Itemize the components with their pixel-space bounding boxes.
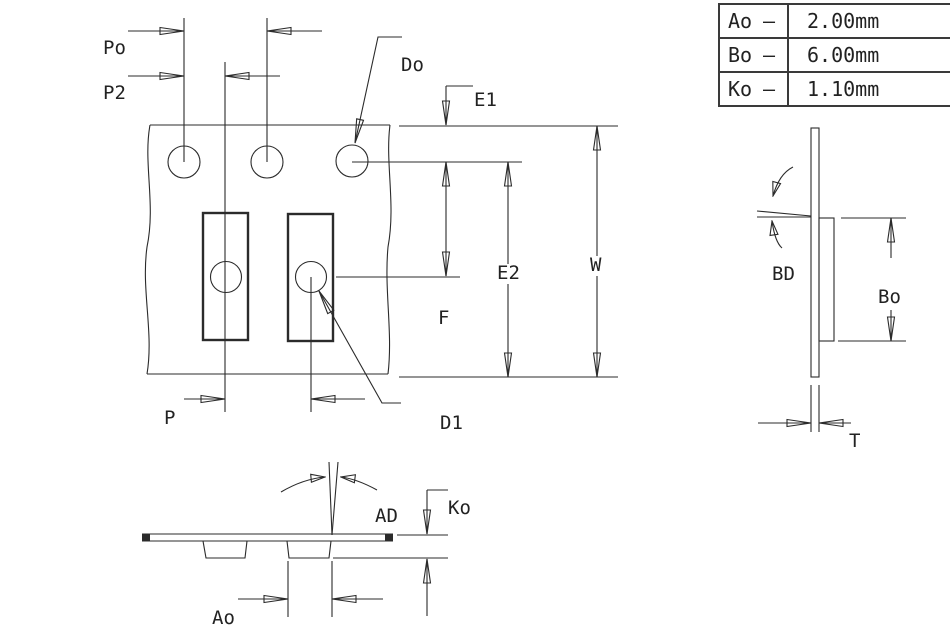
table-param-cell: Bo – [720, 39, 789, 71]
dim-label-bd: BD [772, 263, 795, 285]
param-value: 1.10mm [807, 77, 880, 101]
param-value: 6.00mm [807, 43, 880, 67]
dim-label-ko: Ko [448, 497, 471, 519]
dim-label-ao: Ao [212, 607, 235, 629]
dim-label-e1: E1 [474, 89, 497, 111]
dim-label-po: Po [103, 37, 126, 59]
param-name: Ko [728, 77, 753, 101]
bend-tilted-line [756, 210, 812, 217]
table-row: Ao – 2.00mm [720, 5, 950, 39]
dim-label-p: P [164, 407, 176, 429]
flap-reference-line [328, 461, 333, 536]
param-name: Ao [728, 9, 753, 33]
pocket-section [202, 540, 248, 559]
dim-label-p2: P2 [103, 82, 126, 104]
dim-label-ad: AD [375, 505, 398, 527]
param-name: Bo [728, 43, 753, 67]
dash-separator: – [762, 43, 775, 67]
tape-section-view [142, 461, 448, 617]
dim-label-e2: E2 [495, 262, 522, 284]
dim-label-t: T [849, 430, 861, 452]
dim-label-f: F [438, 307, 450, 329]
dash-separator: – [762, 9, 775, 33]
dim-label-do: Do [401, 54, 424, 76]
section-end-mark [385, 534, 393, 541]
leader-line-d1 [318, 290, 401, 404]
table-row: Bo – 6.00mm [720, 39, 950, 73]
sprocket-hole [335, 144, 369, 178]
tape-torn-right-edge [386, 124, 392, 375]
table-param-cell: Ao – [720, 5, 789, 37]
bend-angle-arc [773, 166, 794, 196]
tape-side-profile [810, 127, 820, 378]
flap-angle-arc [280, 477, 325, 493]
dim-label-d1: D1 [440, 412, 463, 434]
tape-torn-left-edge [144, 124, 151, 375]
dim-label-w: W [588, 254, 604, 276]
pocket-hole [209, 260, 243, 294]
flap-angle-arc [341, 477, 378, 491]
section-end-mark [142, 534, 150, 541]
pocket-side-profile [818, 217, 835, 342]
param-value: 2.00mm [807, 9, 880, 33]
table-row: Ko – 1.10mm [720, 73, 950, 107]
tape-side-view [756, 127, 906, 432]
table-param-cell: Ko – [720, 73, 789, 105]
leader-line-do [354, 36, 402, 144]
pocket-section [286, 540, 332, 559]
dimension-table: Ao – 2.00mm Bo – 6.00mm Ko – 1.10mm [718, 3, 950, 107]
flap-tilted-line [331, 461, 339, 536]
dash-separator: – [762, 77, 775, 101]
carrier-tape-top-view [128, 18, 618, 412]
dim-label-bo: Bo [876, 286, 903, 308]
bend-angle-arc [772, 221, 783, 249]
